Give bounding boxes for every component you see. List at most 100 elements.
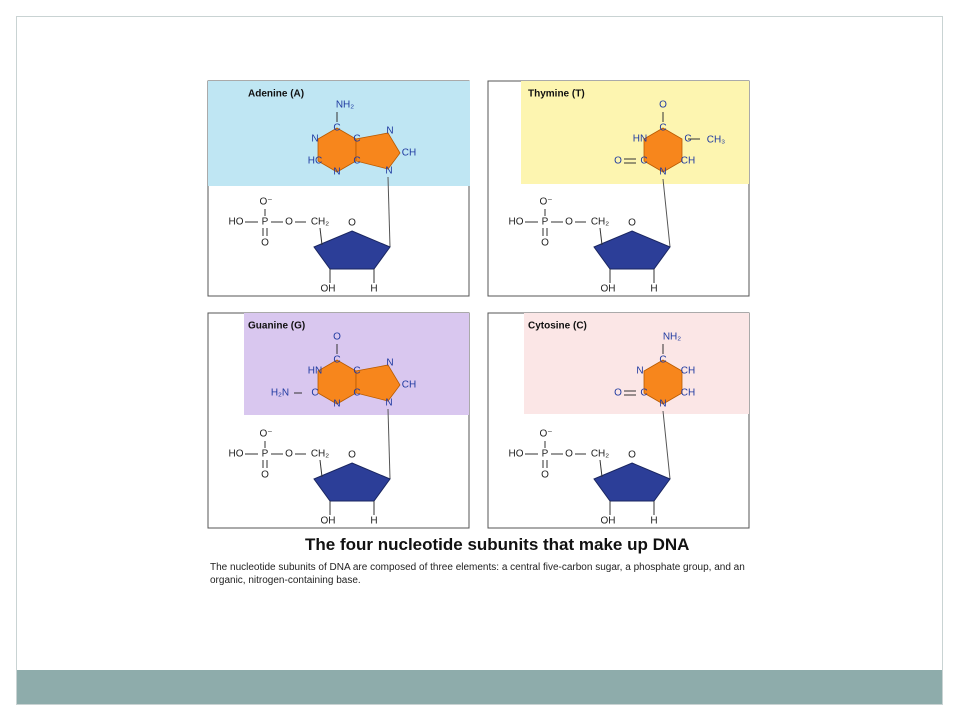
sugar-ring-oxygen: O (628, 450, 636, 461)
phosphate-o-minus: O⁻ (539, 429, 552, 440)
atom-c4: C (659, 123, 666, 134)
phosphate-double-o: O (261, 238, 269, 249)
atom-sub6: O (333, 332, 341, 343)
atom-c6: CH (681, 156, 695, 167)
atom-c2: C (311, 388, 318, 399)
phosphate-ho: HO (509, 449, 524, 460)
bond-ch2-sugar (319, 459, 323, 478)
base-name: Guanine (G) (248, 321, 305, 332)
bond-ch2-sugar (599, 227, 603, 246)
phosphate-double-o: O (261, 470, 269, 481)
glycosidic-bond (662, 410, 671, 480)
base-background (521, 81, 749, 184)
atom-c4: C (353, 156, 360, 167)
slide (16, 16, 943, 705)
atom-c8: CH (402, 148, 416, 159)
atom-n1: N (659, 399, 666, 410)
atom-n1: N (311, 134, 318, 145)
atom-sub5: CH₃ (707, 135, 726, 146)
atom-n9: N (385, 398, 392, 409)
phosphate-ch2: CH₂ (311, 217, 329, 228)
phosphate-ch2: CH₂ (591, 449, 609, 460)
atom-n9: N (385, 166, 392, 177)
phosphate-double-o: O (541, 238, 549, 249)
sugar-h: H (370, 284, 377, 295)
atom-c4: C (353, 388, 360, 399)
atom-c5: C (353, 366, 360, 377)
glycosidic-bond (662, 178, 671, 248)
phosphate-p: P (542, 449, 549, 460)
base-background (524, 313, 749, 414)
phosphate-ester-o: O (565, 217, 573, 228)
atom-c2: HC (308, 156, 322, 167)
glycosidic-bond (387, 176, 391, 248)
phosphate-o-minus: O⁻ (259, 429, 272, 440)
base-six-ring (643, 359, 683, 405)
base-name: Thymine (T) (528, 89, 585, 100)
sugar-h: H (650, 284, 657, 295)
base-name: Cytosine (C) (528, 321, 587, 332)
phosphate-double-o: O (541, 470, 549, 481)
atom-sub6: NH₂ (336, 100, 354, 111)
atom-c5: CH (681, 366, 695, 377)
phosphate-o-minus: O⁻ (539, 197, 552, 208)
atom-n7: N (386, 126, 393, 137)
bond-ch2-sugar (599, 459, 603, 478)
phosphate-ch2: CH₂ (311, 449, 329, 460)
phosphate-ester-o: O (285, 217, 293, 228)
sugar-ring-oxygen: O (348, 218, 356, 229)
atom-sub2: O (614, 156, 622, 167)
phosphate-ho: HO (229, 217, 244, 228)
atom-c6: C (333, 123, 340, 134)
base-name: Adenine (A) (248, 89, 304, 100)
atom-n3: N (636, 366, 643, 377)
phosphate-o-minus: O⁻ (259, 197, 272, 208)
phosphate-ho: HO (509, 217, 524, 228)
sugar-ring-oxygen: O (348, 450, 356, 461)
atom-c2: C (640, 388, 647, 399)
sugar-ring (593, 462, 671, 502)
atom-sub2: O (614, 388, 622, 399)
caption-body: The nucleotide subunits of DNA are compo… (210, 562, 745, 586)
sugar-oh: OH (321, 284, 336, 295)
atom-sub4: NH₂ (663, 332, 681, 343)
phosphate-p: P (262, 217, 269, 228)
base-five-ring (355, 132, 401, 170)
sugar-h: H (370, 516, 377, 527)
atom-c8: CH (402, 380, 416, 391)
phosphate-ester-o: O (285, 449, 293, 460)
caption-title: The four nucleotide subunits that make u… (305, 535, 690, 554)
atom-n3: N (333, 399, 340, 410)
footer-bar (17, 670, 942, 704)
sugar-ring (593, 230, 671, 270)
atom-n1: HN (308, 366, 322, 377)
bond-ch2-sugar (319, 227, 323, 246)
phosphate-ester-o: O (565, 449, 573, 460)
sugar-ring-oxygen: O (628, 218, 636, 229)
sugar-ring (313, 230, 391, 270)
atom-n3: HN (633, 134, 647, 145)
base-background (244, 313, 469, 415)
base-six-ring (643, 127, 683, 173)
atom-n3: N (333, 167, 340, 178)
sugar-oh: OH (601, 516, 616, 527)
atom-c2: C (640, 156, 647, 167)
atom-n1: N (659, 167, 666, 178)
atom-sub2: H₂N (271, 388, 289, 399)
sugar-h: H (650, 516, 657, 527)
atom-n7: N (386, 358, 393, 369)
atom-c5: C (353, 134, 360, 145)
sugar-oh: OH (601, 284, 616, 295)
phosphate-ho: HO (229, 449, 244, 460)
sugar-ring (313, 462, 391, 502)
atom-c6: CH (681, 388, 695, 399)
phosphate-p: P (262, 449, 269, 460)
glycosidic-bond (387, 408, 391, 480)
phosphate-p: P (542, 217, 549, 228)
base-five-ring (355, 364, 401, 402)
